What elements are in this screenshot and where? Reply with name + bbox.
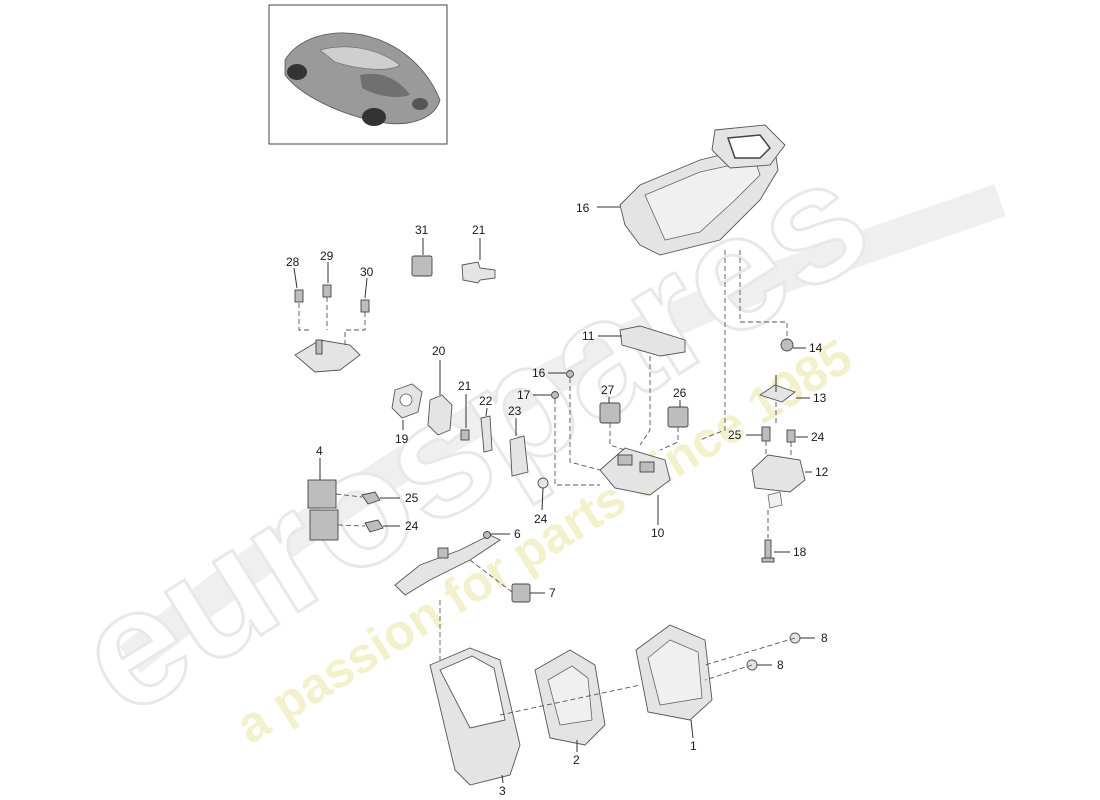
callout-24-left: 24	[405, 519, 419, 533]
part-29-fuse	[322, 284, 332, 298]
callout-25-right: 25	[728, 428, 742, 442]
callout-29: 29	[320, 249, 334, 263]
part-11-bracket	[619, 325, 686, 357]
part-7-relay	[511, 583, 531, 603]
part-14-nut	[780, 338, 794, 352]
part-17-bolt	[761, 539, 775, 563]
vehicle-thumbnail	[268, 4, 448, 145]
callout-8-b: 8	[777, 658, 784, 672]
callout-2: 2	[573, 753, 580, 767]
callout-31: 31	[415, 223, 429, 237]
callout-24-right: 24	[811, 430, 825, 444]
callout-30: 30	[360, 265, 374, 279]
part-3-carrier-tray	[429, 647, 521, 786]
part-2-fuse-box	[534, 649, 606, 746]
part-4-relay-module	[307, 479, 339, 541]
car-icon	[284, 32, 441, 126]
callout-16-b: 17	[517, 388, 531, 402]
callout-27: 27	[601, 383, 615, 397]
callout-1: 1	[690, 739, 697, 753]
callout-16-a: 16	[532, 366, 546, 380]
callout-20: 21	[458, 379, 472, 393]
part-27-relay	[599, 402, 621, 424]
callout-4: 4	[316, 444, 323, 458]
part-19-relay	[427, 394, 453, 436]
part-16-nut-b	[551, 391, 559, 399]
callout-19: 20	[432, 344, 446, 358]
callout-6: 6	[514, 527, 521, 541]
callout-17: 18	[793, 545, 807, 559]
part-13-plate	[758, 384, 796, 403]
part-26-relay	[667, 406, 689, 428]
part-10-relay-carrier	[599, 447, 671, 496]
callout-14: 14	[809, 341, 823, 355]
part-31-relay	[411, 255, 433, 277]
callout-11: 11	[582, 329, 595, 343]
parts	[294, 124, 806, 786]
callout-10: 10	[651, 526, 665, 540]
callout-18: 19	[395, 432, 409, 446]
part-30-fuse	[360, 299, 370, 313]
part-25-fuse-right	[761, 426, 771, 442]
callout-12: 12	[815, 465, 829, 479]
callout-7: 7	[549, 586, 556, 600]
part-16-nut-a	[566, 370, 574, 378]
part-20-clip	[460, 429, 470, 441]
part-24-fuse-right	[786, 429, 796, 443]
callout-28: 28	[286, 255, 300, 269]
part-22-module	[509, 435, 529, 477]
part-21-bracket-top	[461, 261, 496, 284]
callout-3: 3	[499, 784, 506, 798]
callout-15: 16	[576, 201, 590, 215]
part-25-fuse-left	[361, 491, 381, 505]
callout-labels: 16 31 21 28 29 30 11 14 16 17 27 26 13 2…	[286, 201, 829, 798]
part-21-bracket-mid	[480, 415, 493, 453]
callout-22: 23	[508, 404, 522, 418]
callout-23: 24	[534, 512, 548, 526]
part-12-fuse-holder	[751, 454, 806, 509]
callout-25-left: 25	[405, 491, 419, 505]
part-6-wiring-bracket	[394, 531, 501, 596]
part-23-grommet	[537, 477, 549, 489]
part-1-control-unit	[635, 624, 713, 721]
leader-lines	[293, 206, 815, 784]
part-28-fuse	[294, 289, 304, 303]
callout-26: 26	[673, 386, 687, 400]
assembly-lines	[298, 250, 796, 716]
callout-21-mid: 22	[479, 394, 493, 408]
callout-8-a: 8	[821, 631, 828, 645]
callout-21-top: 21	[472, 223, 486, 237]
fuse-holder-small	[294, 339, 361, 373]
callout-13: 13	[813, 391, 827, 405]
part-24-fuse-left	[364, 519, 384, 533]
part-15-cover	[619, 124, 786, 256]
